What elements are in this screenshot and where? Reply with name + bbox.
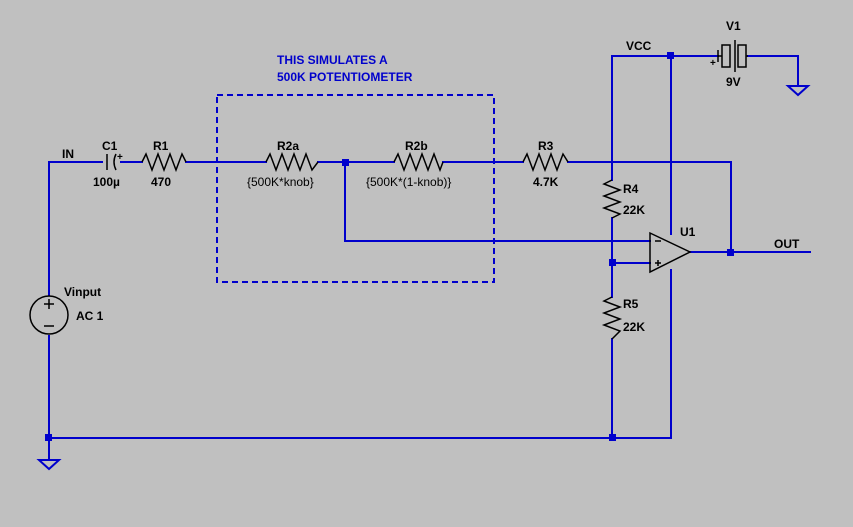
- ground-icon: [785, 85, 811, 97]
- potentiometer-annotation-box: [216, 94, 495, 283]
- resistor-icon[interactable]: [141, 151, 187, 173]
- resistor-icon[interactable]: [601, 179, 623, 219]
- u1-name: U1: [680, 225, 696, 239]
- r1-name: R1: [153, 139, 169, 153]
- r2a-name: R2a: [277, 139, 299, 153]
- r5-value: 22K: [623, 320, 645, 334]
- r2b-name: R2b: [405, 139, 428, 153]
- capacitor-icon[interactable]: +: [106, 152, 123, 171]
- resistor-icon[interactable]: [601, 296, 623, 340]
- net-label-in: IN: [62, 147, 74, 161]
- r4-value: 22K: [623, 203, 645, 217]
- battery-icon[interactable]: +: [710, 40, 748, 72]
- r5-name: R5: [623, 297, 639, 311]
- resistor-icon[interactable]: [265, 151, 319, 173]
- junction-dots: [45, 52, 734, 441]
- net-label-vcc: VCC: [626, 39, 652, 53]
- c1-name: C1: [102, 139, 118, 153]
- v1-name: V1: [726, 19, 741, 33]
- voltage-source-icon[interactable]: [29, 295, 69, 335]
- svg-text:+: +: [710, 58, 716, 69]
- r3-value: 4.7K: [533, 175, 559, 189]
- ground-icon: [36, 459, 62, 471]
- resistor-icon[interactable]: [393, 151, 444, 173]
- r4-name: R4: [623, 182, 639, 196]
- annotation-line2: 500K POTENTIOMETER: [277, 70, 413, 84]
- resistor-icon[interactable]: [522, 151, 569, 173]
- c1-value: 100µ: [93, 175, 120, 189]
- net-label-out: OUT: [774, 237, 800, 251]
- v1-value: 9V: [726, 75, 741, 89]
- svg-text:+: +: [117, 152, 123, 163]
- r2b-value: {500K*(1-knob)}: [366, 175, 451, 189]
- vinput-value: AC 1: [76, 309, 104, 323]
- r1-value: 470: [151, 175, 171, 189]
- r2a-value: {500K*knob}: [247, 175, 314, 189]
- vinput-name: Vinput: [64, 285, 101, 299]
- annotation-line1: THIS SIMULATES A: [277, 53, 388, 67]
- input-wires: [48, 55, 811, 461]
- r3-name: R3: [538, 139, 554, 153]
- opamp-icon[interactable]: [649, 231, 692, 274]
